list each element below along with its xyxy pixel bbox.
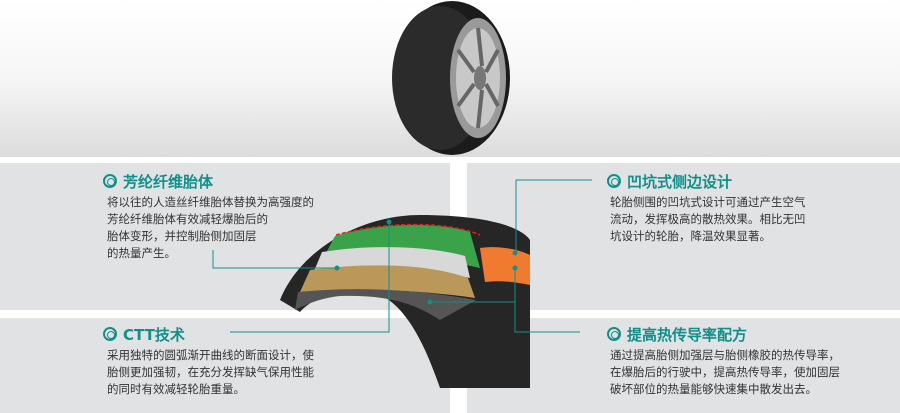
feature-desc-ctt: 采用独特的圆弧渐开曲线的断面设计，使 胎侧更加强韧，在充分发挥缺气保用性能 的同… xyxy=(107,348,314,396)
panel-bottom-right xyxy=(467,318,900,413)
circle-bullet-icon xyxy=(103,327,117,341)
callout-dots xyxy=(334,219,518,305)
panel-top-right xyxy=(467,163,900,310)
circle-bullet-icon xyxy=(607,174,621,188)
feature-desc-aramid: 将以往的人造丝纤维胎体替换为高强度的 芳纶纤维胎体有效减轻爆胎后的 胎体变形，并… xyxy=(107,195,314,260)
feature-title-aramid: 芳纶纤维胎体 xyxy=(103,171,213,192)
feature-desc-dimple: 轮胎侧围的凹坑式设计可通过产生空气 流动，发挥极高的散热效果。相比无凹 坑设计的… xyxy=(610,195,806,243)
circle-bullet-icon xyxy=(607,327,621,341)
feature-title-ctt: CTT技术 xyxy=(103,324,185,345)
feature-title-text: 芳纶纤维胎体 xyxy=(123,173,214,191)
feature-title-text: CTT技术 xyxy=(123,326,185,344)
panel-bottom-left xyxy=(0,318,450,413)
tire-image xyxy=(392,1,510,155)
tire-cross-section xyxy=(280,215,530,388)
feature-title-dimple: 凹坑式侧边设计 xyxy=(607,171,732,192)
circle-bullet-icon xyxy=(103,174,117,188)
feature-title-text: 提高热传导率配方 xyxy=(627,326,748,344)
feature-title-text: 凹坑式侧边设计 xyxy=(627,173,733,191)
feature-desc-thermal: 通过提高胎侧加强层与胎侧橡胶的热传导率， 在爆胎后的行驶中，提高热传导率，使加固… xyxy=(610,348,840,396)
feature-title-thermal: 提高热传导率配方 xyxy=(607,324,747,345)
